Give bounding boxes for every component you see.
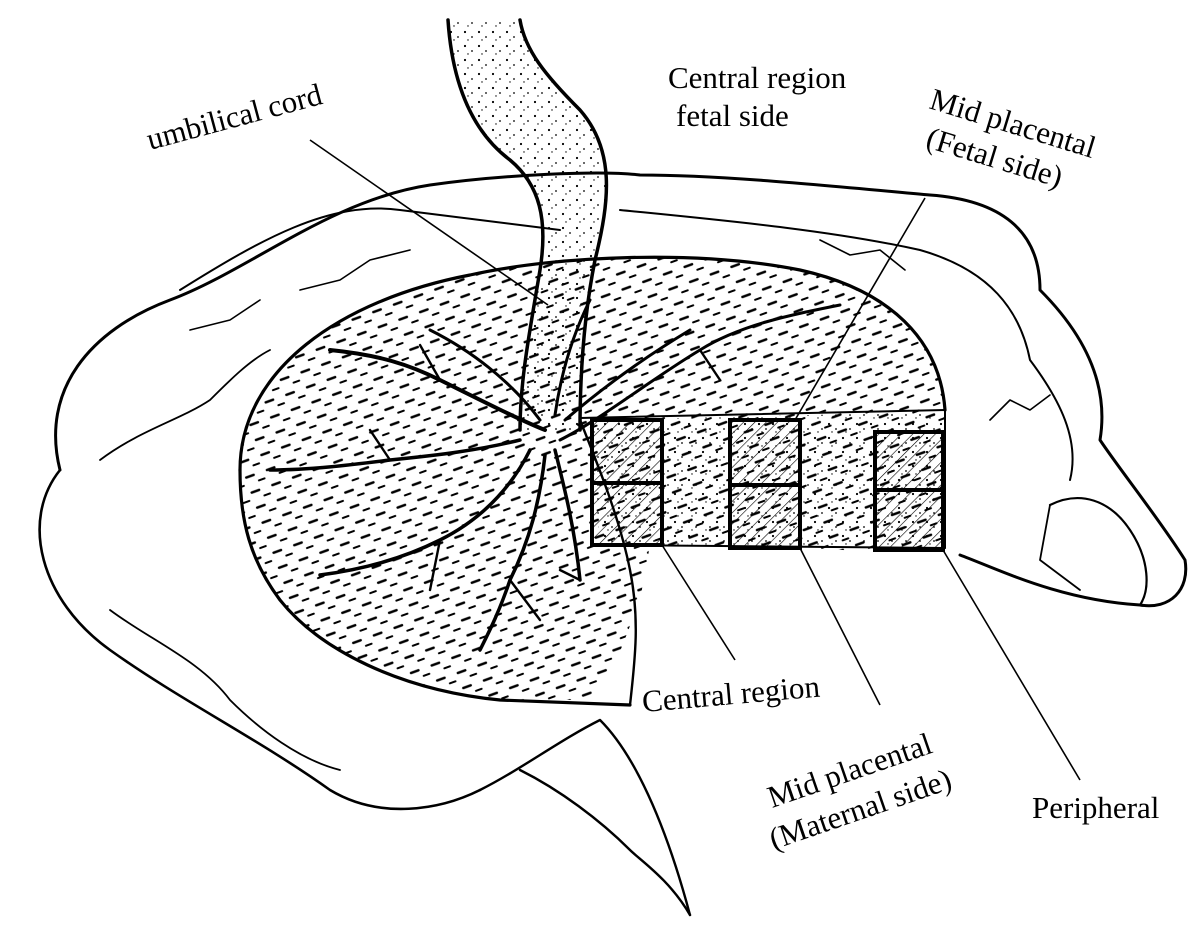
leader-peripheral (943, 550, 1080, 780)
label-peripheral: Peripheral (1032, 790, 1159, 825)
sample-block-central (592, 420, 662, 545)
label-central-region-fetal-line2: fetal side (676, 98, 789, 133)
sample-blocks (592, 420, 943, 550)
sample-block-mid-placental (730, 420, 800, 548)
label-mid-placental-maternal: Mid placental (Maternal side) (752, 723, 956, 856)
label-central-region: Central region (641, 669, 822, 719)
label-umbilical-cord: umbilical cord (143, 76, 326, 157)
leader-central-region (662, 545, 735, 660)
leader-umbilical-cord (310, 140, 548, 305)
sample-block-peripheral (875, 432, 943, 550)
label-mid-placental-fetal: Mid placental (Fetal side) (915, 81, 1100, 201)
label-central-region-fetal-line1: Central region (668, 60, 847, 95)
